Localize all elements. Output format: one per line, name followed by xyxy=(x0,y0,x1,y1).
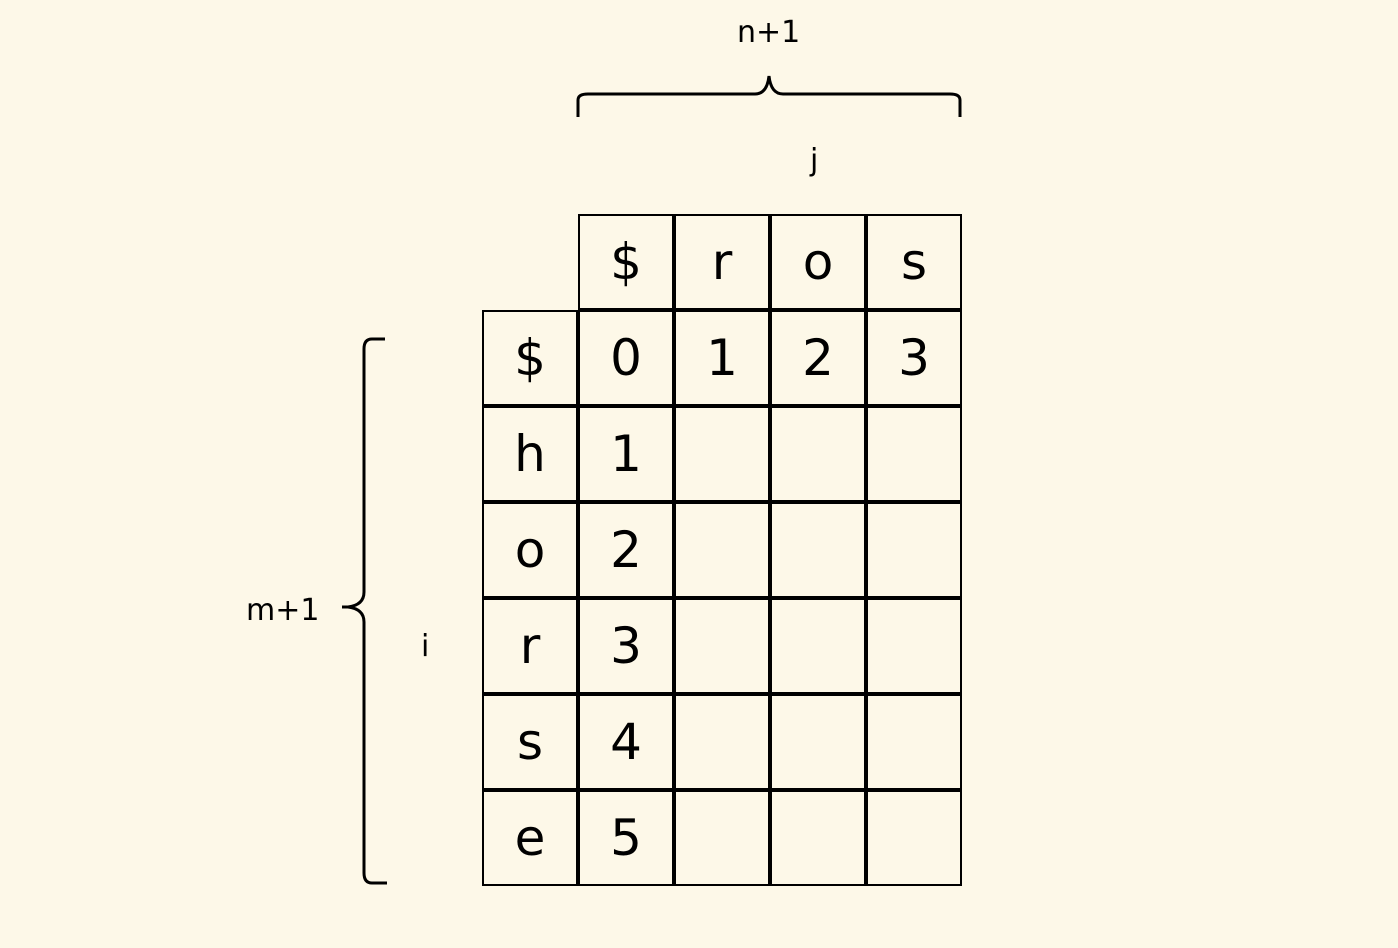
table-cell: 3 xyxy=(866,310,962,406)
table-cell xyxy=(674,502,770,598)
row-header-cell: o xyxy=(482,502,578,598)
table-cell xyxy=(866,598,962,694)
column-header-cell: s xyxy=(866,214,962,310)
table-cell xyxy=(866,502,962,598)
table-cell xyxy=(866,406,962,502)
left-brace-label: m+1 xyxy=(246,593,320,628)
table-cell: 2 xyxy=(578,502,674,598)
table-cell xyxy=(866,694,962,790)
column-header-cell: o xyxy=(770,214,866,310)
table-cell: 4 xyxy=(578,694,674,790)
table-cell: 5 xyxy=(578,790,674,886)
table-cell xyxy=(770,694,866,790)
table-cell: 0 xyxy=(578,310,674,406)
table-cell xyxy=(770,406,866,502)
row-header-cell: h xyxy=(482,406,578,502)
table-cell: 1 xyxy=(674,310,770,406)
top-brace-label: n+1 xyxy=(737,15,801,50)
table-cell xyxy=(674,694,770,790)
row-index-label: i xyxy=(421,629,430,664)
table-cell: 2 xyxy=(770,310,866,406)
table-cell xyxy=(866,790,962,886)
row-header-cell: $ xyxy=(482,310,578,406)
table-cell xyxy=(674,598,770,694)
row-header-cell: r xyxy=(482,598,578,694)
table-cell xyxy=(674,790,770,886)
table-cell xyxy=(674,406,770,502)
table-cell xyxy=(770,502,866,598)
column-index-label: j xyxy=(810,143,819,178)
table-cell: 1 xyxy=(578,406,674,502)
column-header-cell: $ xyxy=(578,214,674,310)
table-cell xyxy=(770,598,866,694)
table-cell: 3 xyxy=(578,598,674,694)
row-header-cell: e xyxy=(482,790,578,886)
table-cell xyxy=(770,790,866,886)
column-header-cell: r xyxy=(674,214,770,310)
row-header-cell: s xyxy=(482,694,578,790)
